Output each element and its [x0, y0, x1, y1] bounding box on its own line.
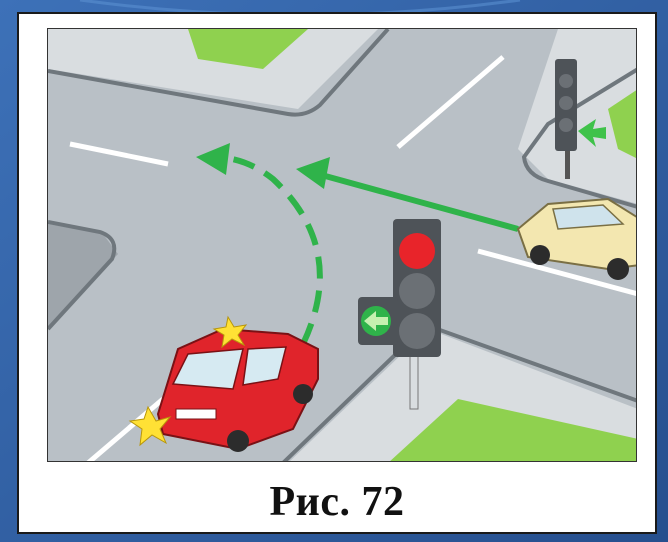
- red-signal-icon: [399, 233, 435, 269]
- figure-caption: Рис. 72: [19, 478, 655, 526]
- intersection-illustration: [47, 28, 637, 462]
- figure-frame: Рис. 72: [17, 12, 657, 534]
